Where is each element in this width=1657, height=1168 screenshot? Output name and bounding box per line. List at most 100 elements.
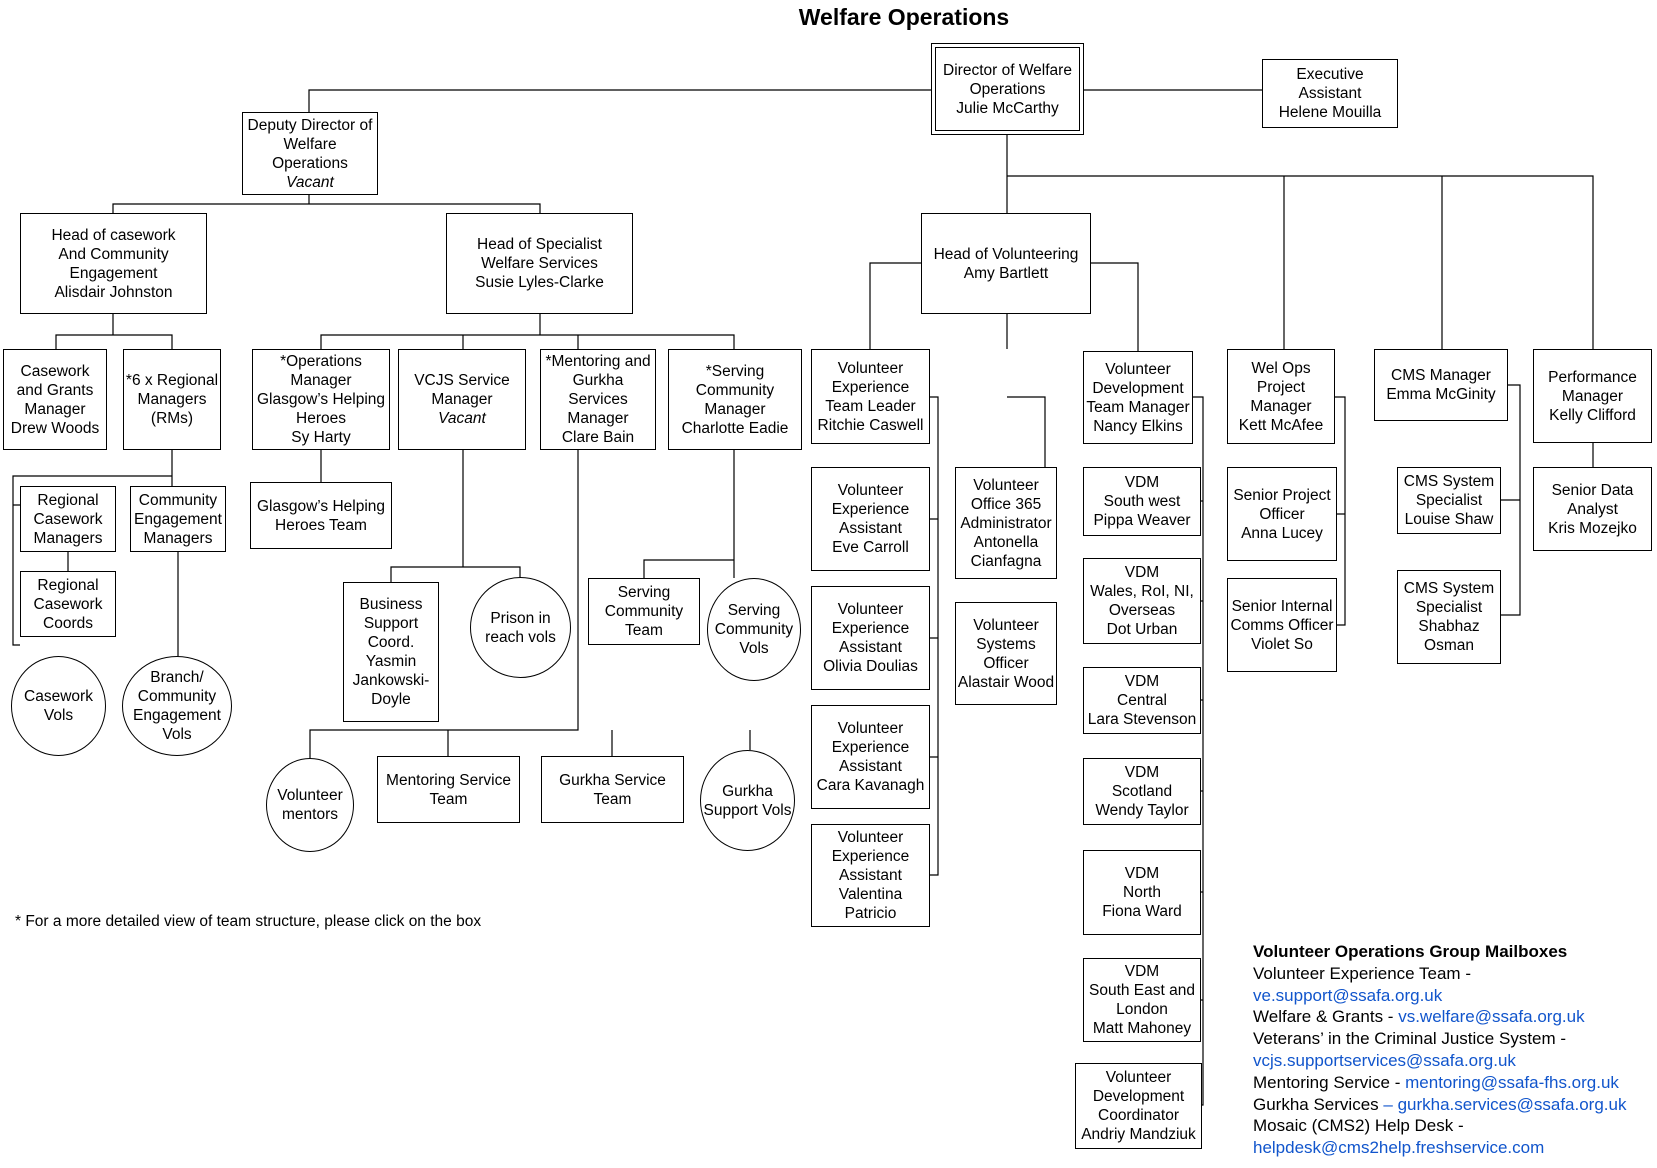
box-line: Jankowski-: [352, 672, 430, 689]
box-line: Casework: [33, 595, 103, 613]
mailbox-vcjs-email[interactable]: vcjs.supportservices@ssafa.org.uk: [1253, 1050, 1516, 1070]
box-line: *Serving: [705, 362, 765, 380]
box-line: VDM: [1124, 764, 1160, 781]
box-line: Community: [695, 381, 775, 399]
mailbox-gs-email[interactable]: – gurkha.services@ssafa.org.uk: [1383, 1094, 1627, 1114]
box-line: Assistant: [839, 758, 902, 775]
box-line: Valentina: [838, 886, 903, 903]
box-line: Ritchie Caswell: [817, 416, 924, 434]
box-line: Charlotte Eadie: [681, 419, 789, 437]
box-line: Development: [1092, 379, 1184, 397]
box-line: *Operations: [280, 353, 362, 370]
connector-line: [1007, 175, 1594, 349]
mailbox-help-email[interactable]: helpdesk@cms2help.freshservice.com: [1253, 1138, 1545, 1158]
box-line: Specialist: [1415, 492, 1483, 509]
box-line: Casework: [24, 688, 93, 705]
box-line: Julie McCarthy: [956, 99, 1059, 117]
box-line: Head of Volunteering: [933, 245, 1079, 263]
box-line: VDM: [1124, 865, 1160, 882]
mailbox-wg-email[interactable]: vs.welfare@ssafa.org.uk: [1398, 1007, 1585, 1027]
box-line: Clare Bain: [561, 429, 635, 446]
box-line: Experience: [831, 739, 910, 756]
box-line: Manager: [567, 410, 629, 427]
box-line: Volunteer: [837, 601, 904, 618]
box-line: (RMs): [150, 410, 194, 427]
box-line: Yasmin: [365, 653, 417, 670]
box-line: Anna Lucey: [1241, 524, 1323, 542]
box-line: Antonella: [973, 533, 1039, 551]
connector-line: [1335, 396, 1346, 626]
box-line: Welfare: [283, 135, 337, 153]
box-line: Vacant: [438, 410, 486, 427]
box-line: Managers: [143, 529, 213, 547]
box-line: reach vols: [485, 628, 556, 646]
box-line: Pippa Weaver: [1093, 512, 1191, 529]
box-line: South west: [1103, 493, 1181, 510]
box-line: Manager: [704, 400, 766, 418]
box-line: Susie Lyles-Clarke: [475, 274, 604, 291]
box-line: Welfare Services: [481, 255, 598, 272]
box-line: Team Manager: [1086, 398, 1190, 416]
connector-line: [1501, 384, 1521, 616]
box-line: Overseas: [1108, 602, 1176, 619]
box-line: Prison in: [490, 609, 551, 627]
box-line: Andriy Mandziuk: [1081, 1126, 1196, 1143]
mailbox-ms-email[interactable]: mentoring@ssafa-fhs.org.uk: [1405, 1072, 1619, 1092]
box-line: Team Leader: [825, 397, 916, 415]
mailbox-ve-email[interactable]: ve.support@ssafa.org.uk: [1253, 985, 1443, 1005]
box-line: Executive: [1296, 66, 1364, 83]
box-line: Louise Shaw: [1404, 511, 1494, 528]
connector-line: [12, 450, 173, 646]
box-line: Comms Officer: [1230, 616, 1334, 634]
